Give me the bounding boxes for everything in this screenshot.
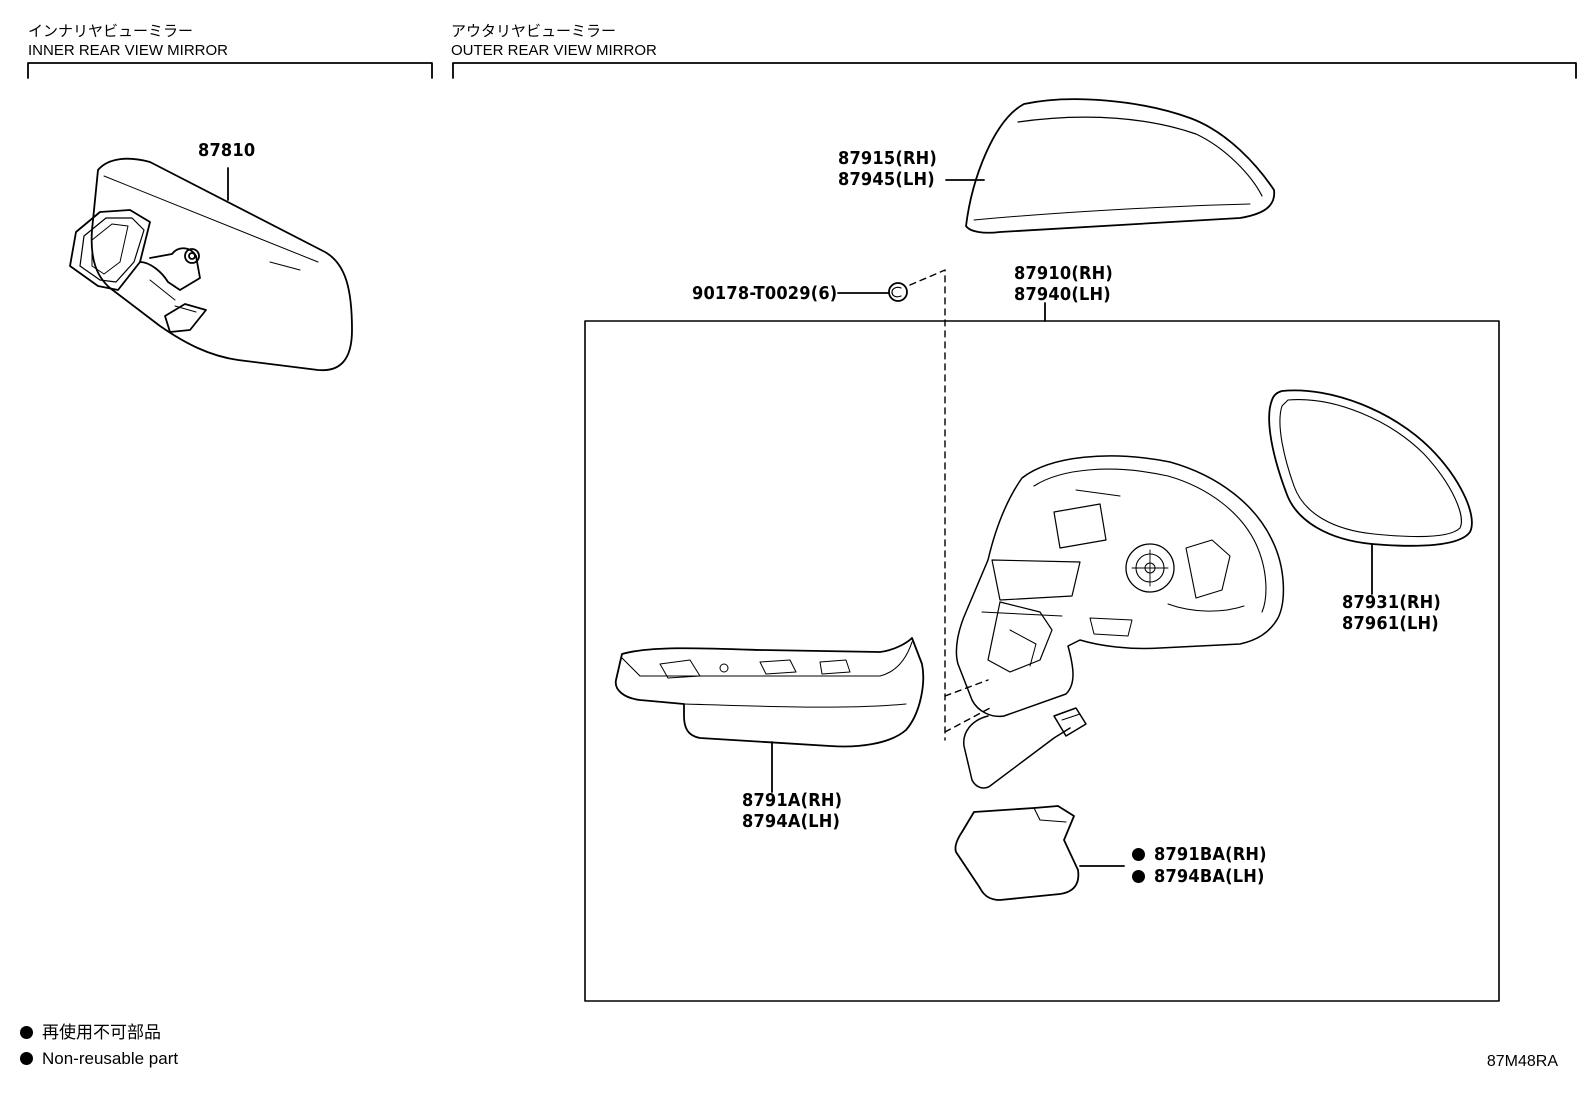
part-number-glass-rh: 87931(RH): [1342, 592, 1441, 613]
mirror-cover-drawing: [945, 98, 1275, 234]
outer-section-title-en: OUTER REAR VIEW MIRROR: [451, 42, 657, 59]
part-number-glass-lh: 87961(LH): [1342, 613, 1439, 634]
legend-jp: 再使用不可部品: [20, 1020, 161, 1046]
inner-section-title-en: INNER REAR VIEW MIRROR: [28, 42, 229, 59]
non-reusable-dot-icon: [1132, 848, 1145, 861]
gasket-lh-callout: 8794BA(LH): [1132, 866, 1265, 887]
part-number-inner-mirror: 87810: [198, 140, 256, 161]
mirror-body-drawing: [955, 455, 1285, 789]
part-number-gasket-rh: 8791BA(RH): [1154, 844, 1267, 865]
gasket-drawing: [954, 805, 1125, 901]
outer-section-title-jp: アウタリヤビューミラー: [451, 23, 617, 40]
part-number-cover-lh: 87945(LH): [838, 169, 935, 190]
inner-section-bracket: [27, 62, 433, 79]
screw-drawing: [837, 282, 908, 302]
turn-lamp-drawing: [614, 637, 925, 793]
inner-mirror-drawing: [69, 157, 353, 372]
part-number-lamp-lh: 8794A(LH): [742, 811, 841, 832]
part-number-screw: 90178-T0029(6): [692, 283, 838, 304]
gasket-rh-callout: 8791BA(RH): [1132, 844, 1267, 865]
part-number-assembly-lh: 87940(LH): [1014, 284, 1111, 305]
legend-en-text: Non-reusable part: [42, 1049, 179, 1068]
non-reusable-dot-icon: [20, 1026, 33, 1039]
non-reusable-dot-icon: [20, 1052, 33, 1065]
non-reusable-dot-icon: [1132, 870, 1145, 883]
figure-id: 87M48RA: [1486, 1053, 1558, 1070]
inner-section-title-jp: インナリヤビューミラー: [28, 23, 194, 40]
assembly-frame: [584, 320, 1500, 1002]
mirror-glass-drawing: [1268, 389, 1473, 595]
part-number-cover-rh: 87915(RH): [838, 148, 937, 169]
part-number-gasket-lh: 8794BA(LH): [1154, 866, 1265, 887]
outer-section-bracket: [452, 62, 1577, 79]
part-number-assembly-rh: 87910(RH): [1014, 263, 1113, 284]
legend-jp-text: 再使用不可部品: [42, 1023, 161, 1042]
legend-en: Non-reusable part: [20, 1046, 178, 1072]
part-number-lamp-rh: 8791A(RH): [742, 790, 843, 811]
